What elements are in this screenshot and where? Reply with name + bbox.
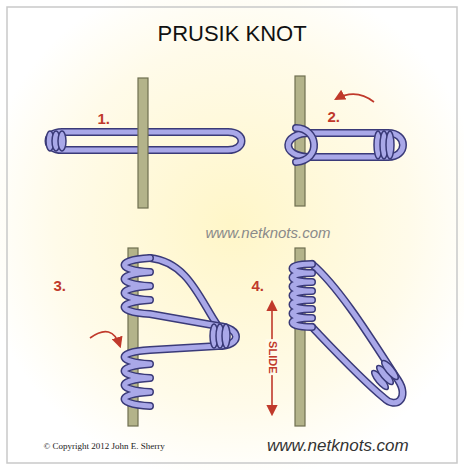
step-number: 1. [98,110,111,127]
slide-label: SLIDE [266,339,279,375]
copyright-note: © Copyright 2012 John E. Sherry [44,441,165,451]
title: PRUSIK KNOT [158,21,307,46]
step-number: 4. [252,277,265,294]
watermark: www.netknots.com [206,224,331,241]
watermark: www.netknots.com [267,436,409,456]
step-number: 2. [328,108,341,125]
step-number: 3. [54,277,67,294]
